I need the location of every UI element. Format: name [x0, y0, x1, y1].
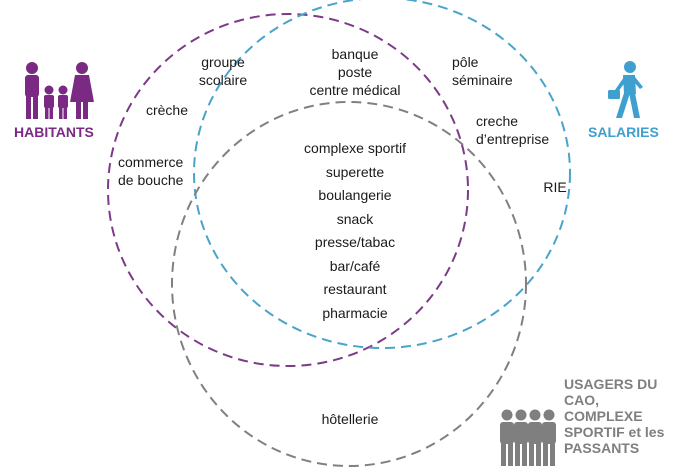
- label-line: groupe: [201, 54, 245, 70]
- label-habitants-salaries: banque poste centre médical: [290, 45, 420, 99]
- label-line: pôle: [452, 54, 479, 70]
- walking-businessman-icon: [608, 61, 643, 118]
- label-line: banque: [331, 46, 379, 62]
- label-line: de bouche: [118, 172, 184, 188]
- label-line: commerce: [118, 154, 184, 170]
- label-line: scolaire: [198, 72, 248, 88]
- habitants-title: HABITANTS: [14, 124, 94, 140]
- label-pole-seminaire: pôle séminaire: [452, 53, 532, 89]
- label-line: d’entreprise: [476, 131, 550, 147]
- label-creche: crèche: [145, 102, 189, 118]
- label-groupe-scolaire: groupe scolaire: [188, 53, 258, 89]
- usagers-title-line: CAO,: [564, 392, 599, 408]
- label-line: snack: [336, 210, 374, 227]
- label-line: restaurant: [323, 281, 387, 297]
- usagers-title-line: SPORTIF et les: [564, 424, 665, 440]
- label-line: pharmacie: [322, 304, 388, 321]
- salaries-circle: [193, 0, 571, 349]
- family-icon: [25, 62, 94, 119]
- usagers-title-line: PASSANTS: [564, 440, 640, 456]
- usagers-title-line: USAGERS DU: [564, 376, 658, 392]
- label-line: complexe sportif: [304, 140, 406, 156]
- label-line: bar/café: [329, 257, 381, 274]
- usagers-title-line: COMPLEXE: [564, 408, 643, 424]
- usagers-title: USAGERS DU CAO, COMPLEXE SPORTIF et les …: [564, 376, 664, 456]
- usagers-circle: [171, 101, 527, 467]
- salaries-title: SALARIES: [588, 124, 659, 140]
- label-line: superette: [325, 163, 385, 180]
- label-rie: RIE: [543, 179, 567, 195]
- group-of-people-icon: [500, 409, 556, 466]
- label-creche-entreprise: creche d’entreprise: [476, 112, 576, 148]
- label-hotellerie: hôtellerie: [321, 411, 379, 427]
- label-line: poste: [337, 64, 373, 80]
- label-line: presse/tabac: [314, 234, 396, 250]
- label-line: boulangerie: [318, 187, 392, 203]
- label-line: centre médical: [309, 82, 401, 98]
- label-line: séminaire: [452, 72, 513, 88]
- label-commerce-de-bouche: commerce de bouche: [118, 153, 208, 189]
- habitants-circle: [107, 13, 469, 367]
- label-line: creche: [476, 113, 519, 129]
- label-all-three: complexe sportif superette boulangerie s…: [280, 137, 430, 325]
